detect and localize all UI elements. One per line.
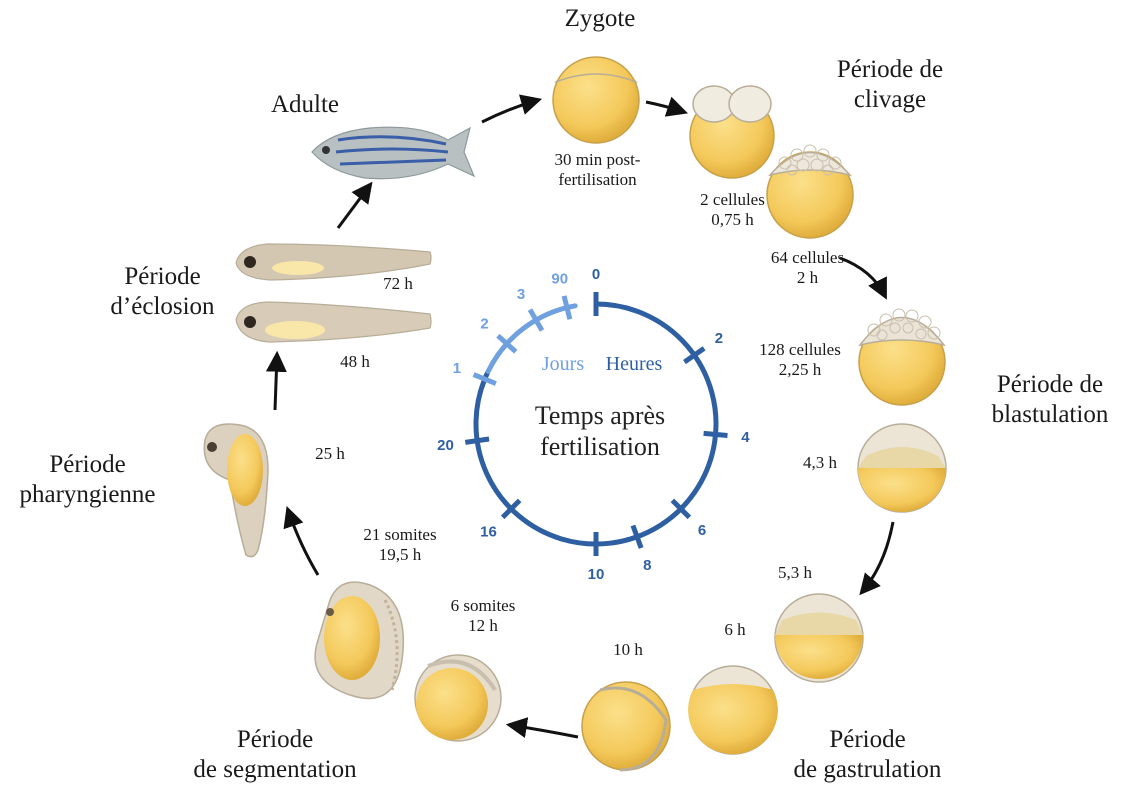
time-six-somites: 6 somites 12 h — [428, 596, 538, 637]
pharyngula-embryo — [204, 424, 268, 557]
zygote-embryo — [553, 57, 639, 143]
arrow-gastrula-to-segmentation — [510, 725, 578, 737]
stage-hatching: Période d’éclosion — [100, 262, 225, 322]
time-10h: 10 h — [598, 640, 658, 660]
time-onetwentyeight-cell: 128 cellules 2,25 h — [735, 340, 865, 381]
time-zygote: 30 min post- fertilisation — [530, 150, 665, 191]
stage-pharyngula: Période pharyngienne — [5, 450, 170, 510]
stage-cleavage: Période de clivage — [815, 55, 965, 115]
time-4-3h: 4,3 h — [785, 453, 855, 473]
dial-tick-h20 — [465, 439, 489, 442]
time-48h: 48 h — [325, 352, 385, 372]
arrow-zygote-to-2cell — [646, 102, 684, 112]
dial-tick-label-d90: 90 — [551, 270, 568, 287]
dial-tick-h4 — [704, 433, 728, 435]
arrow-hatching-to-adult — [338, 185, 370, 228]
dial-tick-label-h16: 16 — [480, 523, 497, 540]
adult-zebrafish — [312, 127, 474, 179]
stage-blastula: Période de blastulation — [975, 370, 1125, 430]
arrow-segmentation-to-pharyngula — [288, 510, 318, 575]
stage-adult: Adulte — [250, 90, 360, 120]
days-label: Jours — [528, 352, 598, 376]
dial-title: Temps après fertilisation — [510, 400, 690, 462]
dial-tick-label-d2: 2 — [480, 316, 488, 333]
dial-tick-label-h8: 8 — [643, 557, 651, 574]
time-72h: 72 h — [368, 274, 428, 294]
blastula-embryo — [858, 424, 946, 512]
time-sixtyfour-cell: 64 cellules 2 h — [750, 248, 865, 289]
segmentation-19-5h-embryo — [315, 582, 403, 698]
dial-tick-label-h4: 4 — [741, 429, 750, 446]
dial-tick-h2 — [684, 348, 704, 362]
time-two-cell: 2 cellules 0,75 h — [675, 190, 790, 231]
dial-tick-label-h6: 6 — [698, 522, 706, 539]
larva-48h — [236, 302, 431, 342]
time-6h: 6 h — [705, 620, 765, 640]
time-5-3h: 5,3 h — [760, 563, 830, 583]
dial-tick-d90 — [564, 296, 570, 319]
gastrula-6h-embryo — [688, 666, 778, 754]
stage-zygote: Zygote — [545, 4, 655, 34]
two-cell-embryo — [690, 86, 774, 178]
stage-gastrula: Période de gastrulation — [770, 725, 965, 785]
stage-segmentation: Période de segmentation — [170, 725, 380, 785]
arrow-adult-to-zygote — [482, 100, 538, 122]
gastrula-5-3h-embryo — [775, 594, 863, 682]
arrow-blastula-to-gastrula — [862, 522, 893, 592]
hours-label: Heures — [596, 352, 672, 376]
dial-tick-label-h2: 2 — [715, 330, 723, 347]
dial-tick-label-h20: 20 — [437, 437, 454, 454]
onetwentyeight-cell-embryo — [859, 309, 945, 405]
arrow-pharyngula-to-hatching — [275, 355, 277, 410]
dial-tick-label-h0: 0 — [592, 266, 600, 283]
dial-tick-label-d1: 1 — [453, 360, 461, 377]
dial-tick-label-h10: 10 — [588, 566, 605, 583]
gastrula-10h-embryo — [582, 682, 670, 770]
time-25h: 25 h — [300, 444, 360, 464]
time-twentyone-somites: 21 somites 19,5 h — [335, 525, 465, 566]
dial-tick-label-d3: 3 — [517, 286, 525, 303]
segmentation-12h-embryo — [415, 655, 501, 741]
